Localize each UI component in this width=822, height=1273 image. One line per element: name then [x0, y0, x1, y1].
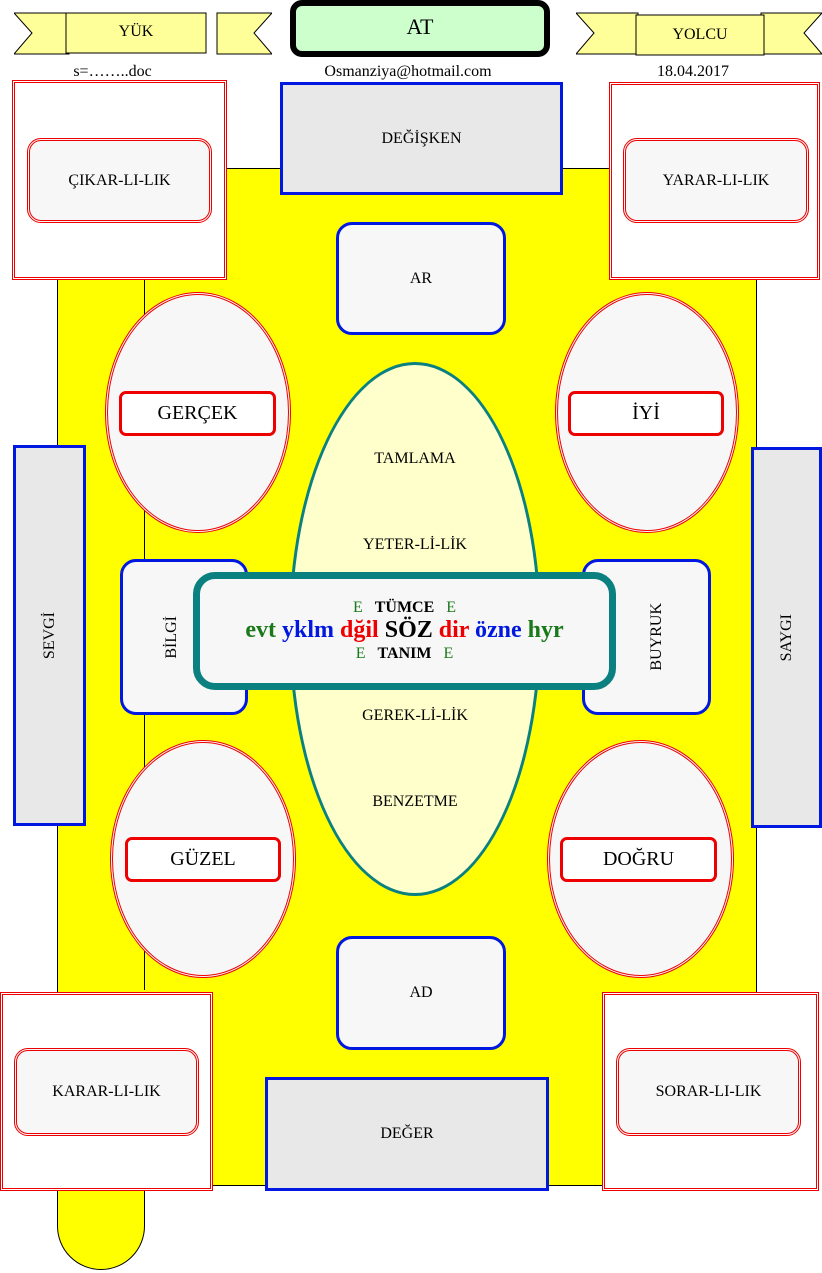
tumce-label: TÜMCE [374, 598, 435, 616]
yeterlilik-text: YETER-Lİ-LİK [363, 536, 467, 553]
sentence-word: dğil [340, 617, 379, 644]
e-marker: E [446, 598, 457, 616]
sevgi-label: SEVGİ [40, 611, 58, 660]
tamlama-text: TAMLAMA [374, 450, 456, 467]
tanim-row: E TANIM E [356, 645, 453, 663]
yararlilik-box: YARAR-LI-LIK [623, 138, 809, 223]
e-marker: E [443, 644, 454, 662]
saygi-label: SAYGI [777, 613, 795, 662]
sentence-word: hyr [527, 617, 564, 644]
date: 18.04.2017 [657, 63, 729, 80]
sevgi-box: SEVGİ [13, 445, 86, 826]
guzel-label: GÜZEL [125, 837, 281, 882]
bilgi-label: BİLGİ [163, 615, 180, 659]
sentence-word: yklm [282, 617, 335, 644]
sorarlilik-box: SORAR-LI-LIK [616, 1048, 801, 1136]
buyruk-label: BUYRUK [648, 603, 665, 671]
cikarlilik-box: ÇIKAR-LI-LIK [27, 138, 212, 223]
gereklilik-text: GEREK-Lİ-LİK [362, 707, 468, 724]
center-sentence-box: E TÜMCE E evt yklm dğil SÖZ dir özne hyr… [193, 572, 616, 690]
deger-box: DEĞER [265, 1077, 549, 1191]
sentence-word: evt [245, 617, 277, 644]
gercek-label: GERÇEK [119, 391, 276, 436]
ribbon-banner-right [576, 12, 822, 56]
dogru-label: DOĞRU [560, 837, 717, 882]
benzetme-text: BENZETME [372, 793, 458, 810]
ad-box: AD [336, 936, 506, 1050]
banner-yolcu: YOLCU [672, 26, 728, 43]
saygi-box: SAYGI [751, 447, 822, 828]
sentence-row: evt yklm dğil SÖZ dir özne hyr [245, 617, 563, 645]
tanim-label: TANIM [377, 644, 432, 662]
sentence-word: SÖZ [384, 617, 433, 644]
banner-yuk: YÜK [118, 23, 154, 40]
ribbon-banner-left [14, 12, 272, 55]
sentence-word: özne [474, 617, 522, 644]
sentence-word: dir [438, 617, 469, 644]
tumce-row: E TÜMCE E [353, 599, 456, 617]
email: Osmanziya@hotmail.com [324, 63, 492, 80]
e-marker: E [352, 598, 363, 616]
iyi-label: İYİ [568, 391, 724, 436]
kararlilik-box: KARAR-LI-LIK [14, 1048, 199, 1136]
title-box-at: AT [290, 0, 550, 57]
degisken-box: DEĞİŞKEN [280, 82, 563, 195]
ar-box: AR [336, 222, 506, 335]
file-name: s=……..doc [73, 63, 152, 80]
e-marker: E [355, 644, 366, 662]
